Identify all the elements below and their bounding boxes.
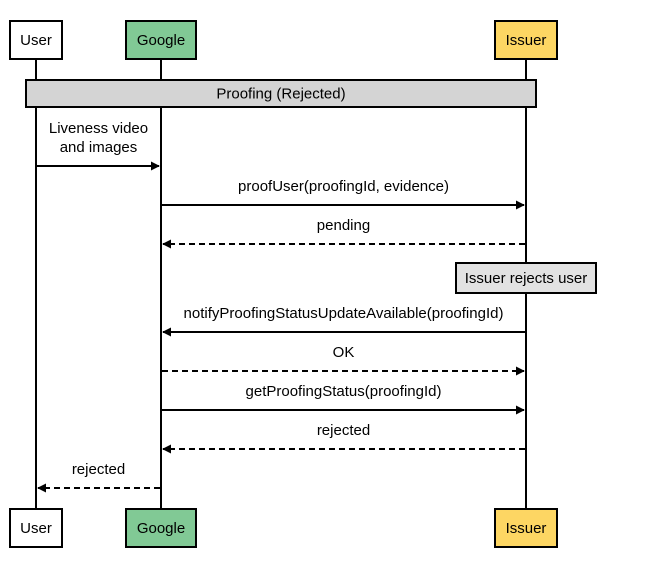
participant-label: Google (137, 520, 185, 537)
participant-label: User (20, 32, 52, 49)
note-label: Issuer rejects user (465, 270, 588, 287)
participant-box (125, 508, 197, 548)
participant-box (125, 20, 197, 60)
participant-user-top: User (9, 20, 63, 60)
message-label: proofUser(proofingId, evidence) (238, 178, 449, 195)
message: getProofingStatus(proofingId) (162, 383, 525, 415)
message-label: pending (317, 217, 370, 234)
message: rejected (37, 461, 160, 493)
message-label: rejected (72, 461, 125, 478)
message-label: notifyProofingStatusUpdateAvailable(proo… (184, 305, 504, 322)
participant-issuer-top: Issuer (494, 20, 558, 60)
message: pending (162, 217, 525, 249)
participant-label: Issuer (506, 520, 547, 537)
message: notifyProofingStatusUpdateAvailable(proo… (162, 305, 525, 337)
participant-box (9, 508, 63, 548)
note-box (455, 262, 597, 294)
note: Issuer rejects user (455, 262, 597, 294)
participant-label: User (20, 520, 52, 537)
message-label: and images (60, 139, 138, 156)
group-label: Proofing (Rejected) (216, 86, 345, 103)
message-label: Liveness video (49, 120, 148, 137)
participant-issuer-bottom: Issuer (494, 508, 558, 548)
participant-box (494, 20, 558, 60)
participant-google-top: Google (125, 20, 197, 60)
message-label: OK (333, 344, 355, 361)
participant-label: Google (137, 32, 185, 49)
participant-google-bottom: Google (125, 508, 197, 548)
message: proofUser(proofingId, evidence) (162, 178, 525, 210)
participant-label: Issuer (506, 32, 547, 49)
message: OK (162, 344, 525, 376)
participant-user-bottom: User (9, 508, 63, 548)
message: Liveness video and images (37, 120, 160, 171)
participant-box (494, 508, 558, 548)
message-label: getProofingStatus(proofingId) (246, 383, 442, 400)
group-bar-box (25, 79, 537, 108)
message-label: rejected (317, 422, 370, 439)
group-bar: Proofing (Rejected) (25, 79, 537, 108)
participant-box (9, 20, 63, 60)
message: rejected (162, 422, 525, 454)
